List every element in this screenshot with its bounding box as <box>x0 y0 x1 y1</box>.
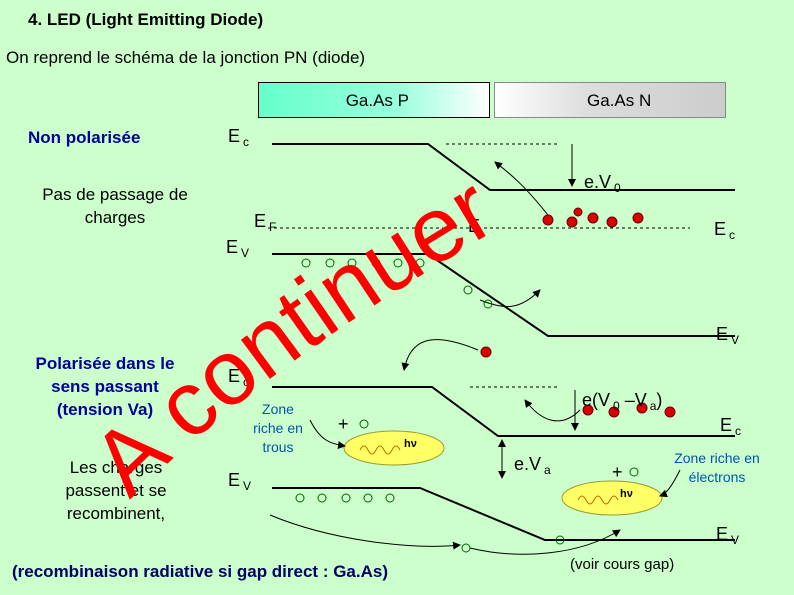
n-region-label: Ga.As N <box>587 91 652 110</box>
electrons-bottom <box>480 346 676 418</box>
label-ef-right: E <box>468 216 481 236</box>
holes-top <box>301 258 493 309</box>
holes-bottom <box>295 419 639 553</box>
n-region-bar: Ga.As N <box>494 82 726 118</box>
zone-electrons-label: Zone riche en électrons <box>674 450 760 485</box>
hole-path-bottom <box>269 514 461 550</box>
p-region-bar: Ga.As P <box>258 82 490 118</box>
electron-path-top <box>494 161 549 216</box>
page-title: 4. LED (Light Emitting Diode) <box>28 10 264 29</box>
ev-band-top <box>272 253 735 337</box>
footer-recombinaison: (recombinaison radiative si gap direct :… <box>12 562 388 581</box>
electron-path-bottom <box>401 339 479 371</box>
electron-path-bottom-2 <box>524 399 581 422</box>
page-subtitle: On reprend le schéma de la jonction PN (… <box>6 48 366 67</box>
label-charges-passent: Les charges passent et se recombinent, <box>65 458 167 523</box>
photon-wave-right <box>577 495 619 505</box>
ec-band-bottom <box>272 386 735 437</box>
ec-band-top <box>272 143 735 191</box>
label-pas-de-passage: Pas de passage de charges <box>42 185 188 227</box>
photon-wave-left <box>359 445 401 455</box>
recombination-zone-right <box>561 480 663 516</box>
arrow-trous <box>309 419 346 450</box>
p-region-label: Ga.As P <box>345 91 409 110</box>
zone-trous-label: Zone riche en trous <box>253 401 303 455</box>
label-non-polarisee: Non polarisée <box>28 128 141 147</box>
plus-sign-right: + <box>612 462 623 482</box>
electrons-top <box>542 207 644 228</box>
arrow-electrons <box>659 469 681 498</box>
plus-sign-left: + <box>338 414 349 434</box>
label-polarisee: Polarisée dans le sens passant (tension … <box>35 354 175 419</box>
hole-path-bottom-2 <box>469 529 621 555</box>
hole-path-top <box>479 289 541 308</box>
photon-label-left: hν <box>404 438 417 450</box>
photon-label-right: hν <box>620 488 633 500</box>
recombination-zone-left <box>343 430 445 466</box>
ev-band-bottom <box>272 487 735 541</box>
footer-voir-cours: (voir cours gap) <box>570 556 675 573</box>
